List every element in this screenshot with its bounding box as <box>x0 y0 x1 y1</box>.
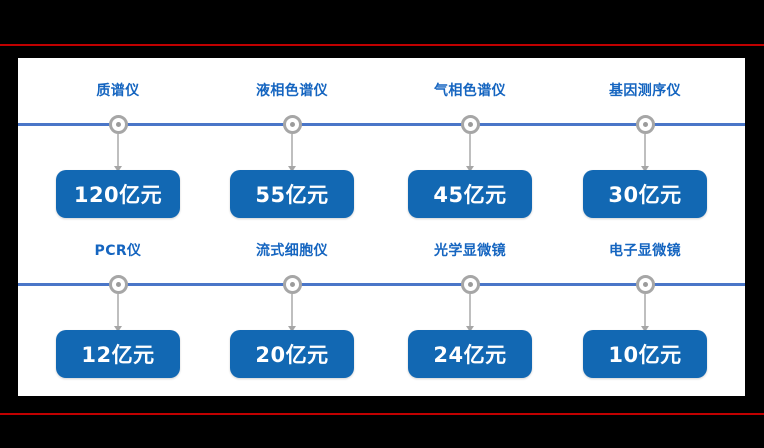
timeline-node[interactable]: 电子显微镜 10亿元 <box>560 218 730 378</box>
node-label: 基因测序仪 <box>609 83 681 99</box>
value-box[interactable]: 30亿元 <box>583 170 707 218</box>
marker-center-dot-icon <box>115 281 121 287</box>
node-label: 流式细胞仪 <box>256 243 328 259</box>
connector-line <box>644 134 646 170</box>
value-text: 20亿元 <box>255 343 329 367</box>
value-text: 45亿元 <box>433 183 507 207</box>
connector-arrow-icon <box>466 326 474 332</box>
timeline-row-2: PCR仪 12亿元 流式细胞仪 20亿元 <box>18 218 745 378</box>
connector-line <box>469 294 471 330</box>
value-box[interactable]: 10亿元 <box>583 330 707 378</box>
timeline-node[interactable]: 流式细胞仪 20亿元 <box>207 218 377 378</box>
value-box[interactable]: 12亿元 <box>56 330 180 378</box>
connector-line <box>291 294 293 330</box>
connector-arrow-icon <box>288 166 296 172</box>
connector-line <box>291 134 293 170</box>
timeline-marker-icon[interactable] <box>282 114 302 134</box>
top-divider-rule <box>0 44 764 46</box>
timeline-marker-icon[interactable] <box>108 114 128 134</box>
value-box[interactable]: 45亿元 <box>408 170 532 218</box>
connector-arrow-icon <box>114 326 122 332</box>
node-label: 液相色谱仪 <box>256 83 328 99</box>
timeline-node[interactable]: 光学显微镜 24亿元 <box>385 218 555 378</box>
timeline-marker-icon[interactable] <box>635 114 655 134</box>
connector-line <box>117 134 119 170</box>
node-label: 质谱仪 <box>96 83 140 99</box>
marker-center-dot-icon <box>289 121 295 127</box>
timeline-row-1: 质谱仪 120亿元 液相色谱仪 55亿元 <box>18 58 745 218</box>
marker-center-dot-icon <box>467 121 473 127</box>
timeline-marker-icon[interactable] <box>282 274 302 294</box>
connector-arrow-icon <box>641 166 649 172</box>
value-text: 30亿元 <box>608 183 682 207</box>
timeline-marker-icon[interactable] <box>108 274 128 294</box>
value-box[interactable]: 24亿元 <box>408 330 532 378</box>
timeline-node[interactable]: PCR仪 12亿元 <box>33 218 203 378</box>
timeline-node[interactable]: 基因测序仪 30亿元 <box>560 58 730 218</box>
timeline-axis-line <box>18 283 745 286</box>
connector-arrow-icon <box>466 166 474 172</box>
value-text: 10亿元 <box>608 343 682 367</box>
marker-center-dot-icon <box>467 281 473 287</box>
timeline-axis-line <box>18 123 745 126</box>
connector-arrow-icon <box>641 326 649 332</box>
connector-arrow-icon <box>114 166 122 172</box>
timeline-node[interactable]: 气相色谱仪 45亿元 <box>385 58 555 218</box>
timeline-node[interactable]: 质谱仪 120亿元 <box>33 58 203 218</box>
timeline-marker-icon[interactable] <box>635 274 655 294</box>
node-label: 电子显微镜 <box>609 243 681 259</box>
node-label: 气相色谱仪 <box>434 83 506 99</box>
timeline-node[interactable]: 液相色谱仪 55亿元 <box>207 58 377 218</box>
marker-center-dot-icon <box>289 281 295 287</box>
content-card: 质谱仪 120亿元 液相色谱仪 55亿元 <box>18 58 745 396</box>
node-label: 光学显微镜 <box>434 243 506 259</box>
connector-line <box>644 294 646 330</box>
node-label: PCR仪 <box>94 243 142 259</box>
timeline-marker-icon[interactable] <box>460 114 480 134</box>
bottom-divider-rule <box>0 413 764 415</box>
connector-line <box>469 134 471 170</box>
value-text: 12亿元 <box>81 343 155 367</box>
marker-center-dot-icon <box>642 281 648 287</box>
timeline-marker-icon[interactable] <box>460 274 480 294</box>
marker-center-dot-icon <box>115 121 121 127</box>
connector-line <box>117 294 119 330</box>
value-box[interactable]: 55亿元 <box>230 170 354 218</box>
value-box[interactable]: 20亿元 <box>230 330 354 378</box>
value-text: 24亿元 <box>433 343 507 367</box>
connector-arrow-icon <box>288 326 296 332</box>
value-text: 55亿元 <box>255 183 329 207</box>
value-box[interactable]: 120亿元 <box>56 170 180 218</box>
marker-center-dot-icon <box>642 121 648 127</box>
value-text: 120亿元 <box>73 183 163 207</box>
